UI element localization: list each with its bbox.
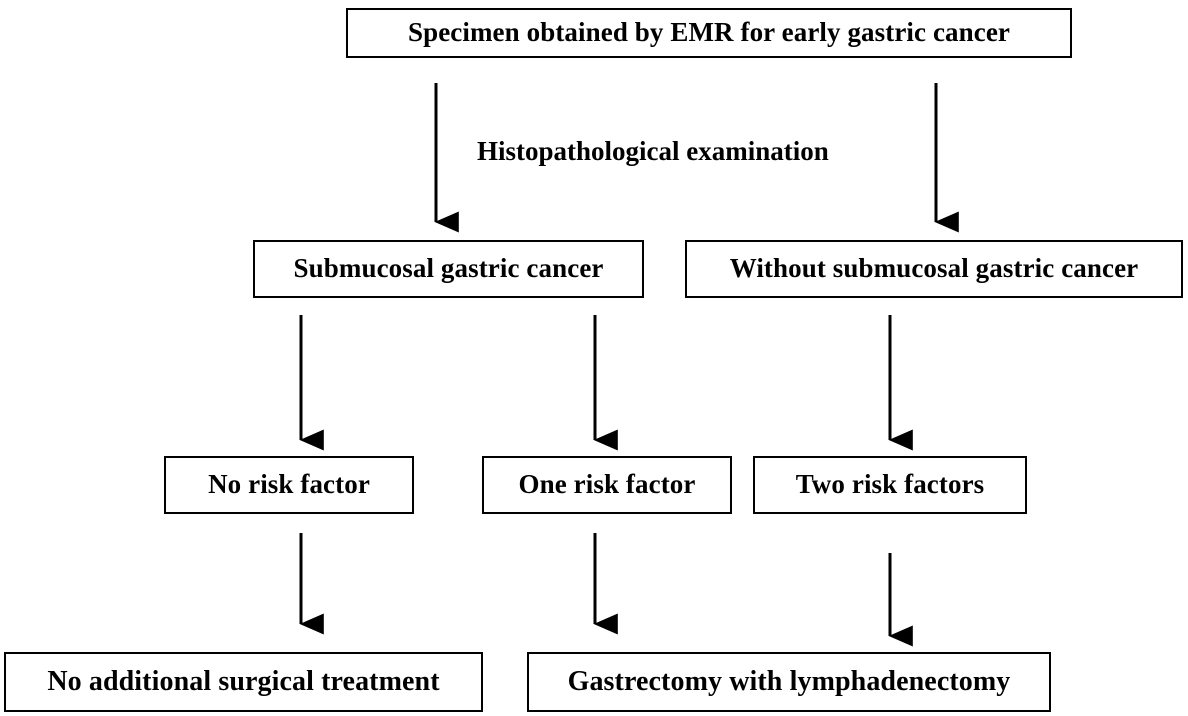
node-two-risk-factors: Two risk factors: [753, 456, 1027, 514]
node-specimen-label: Specimen obtained by EMR for early gastr…: [407, 17, 1011, 48]
node-without-submucosal-gastric-cancer: Without submucosal gastric cancer: [685, 240, 1183, 298]
node-no-additional-surgical-treatment-label: No additional surgical treatment: [47, 665, 440, 697]
node-gastrectomy-with-lymphadenectomy: Gastrectomy with lymphadenectomy: [527, 652, 1051, 712]
node-no-risk-factor-label: No risk factor: [208, 469, 370, 500]
node-submucosal-gastric-cancer-label: Submucosal gastric cancer: [293, 253, 604, 284]
node-gastrectomy-with-lymphadenectomy-label: Gastrectomy with lymphadenectomy: [567, 665, 1011, 697]
node-one-risk-factor: One risk factor: [482, 456, 732, 514]
node-without-submucosal-gastric-cancer-label: Without submucosal gastric cancer: [729, 253, 1139, 284]
node-submucosal-gastric-cancer: Submucosal gastric cancer: [253, 240, 644, 298]
node-one-risk-factor-label: One risk factor: [518, 469, 696, 500]
node-no-risk-factor: No risk factor: [164, 456, 414, 514]
edge-label-histopathological-examination: Histopathological examination: [477, 136, 829, 166]
node-no-additional-surgical-treatment: No additional surgical treatment: [4, 652, 483, 712]
node-specimen: Specimen obtained by EMR for early gastr…: [346, 8, 1072, 58]
node-two-risk-factors-label: Two risk factors: [795, 469, 985, 500]
